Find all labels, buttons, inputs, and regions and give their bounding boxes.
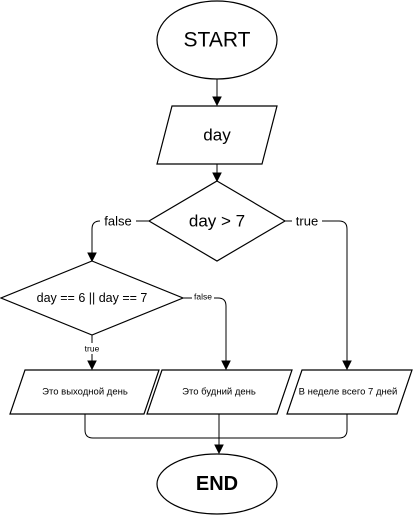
edge-main-false-label: false [104,214,131,229]
edge-start-to-input [212,79,222,107]
edge-merge-to-end [84,414,348,455]
edge-weekend-false: false [183,291,231,371]
decision-main-label: day > 7 [189,212,245,231]
edge-input-to-decision [212,164,222,183]
start-label: START [184,29,251,52]
edge-main-false: false [87,213,149,263]
output-week-label: В неделе всего 7 дней [299,387,398,398]
edge-main-true-label: true [296,214,318,229]
end-node[interactable]: END [156,453,278,515]
edge-weekend-true-label: true [85,344,100,354]
decision-weekend-node[interactable]: day == 6 || day == 7 [0,260,185,336]
edge-weekend-true: true [82,335,102,371]
decision-weekend-label: day == 6 || day == 7 [37,291,148,305]
edge-weekend-false-label: false [194,292,212,302]
input-day-node[interactable]: day [156,105,278,165]
output-workday-label: Это будний день [182,387,256,398]
edge-main-true: true [285,213,352,371]
start-node[interactable]: START [156,0,278,80]
end-label: END [196,473,238,495]
output-week-node[interactable]: В неделе всего 7 дней [286,369,413,415]
output-workday-node[interactable]: Это будний день [146,369,293,415]
decision-main-node[interactable]: day > 7 [147,180,287,262]
output-weekend-node[interactable]: Это выходной день [9,369,160,415]
output-weekend-label: Это выходной день [42,387,128,398]
input-day-label: day [203,126,231,145]
